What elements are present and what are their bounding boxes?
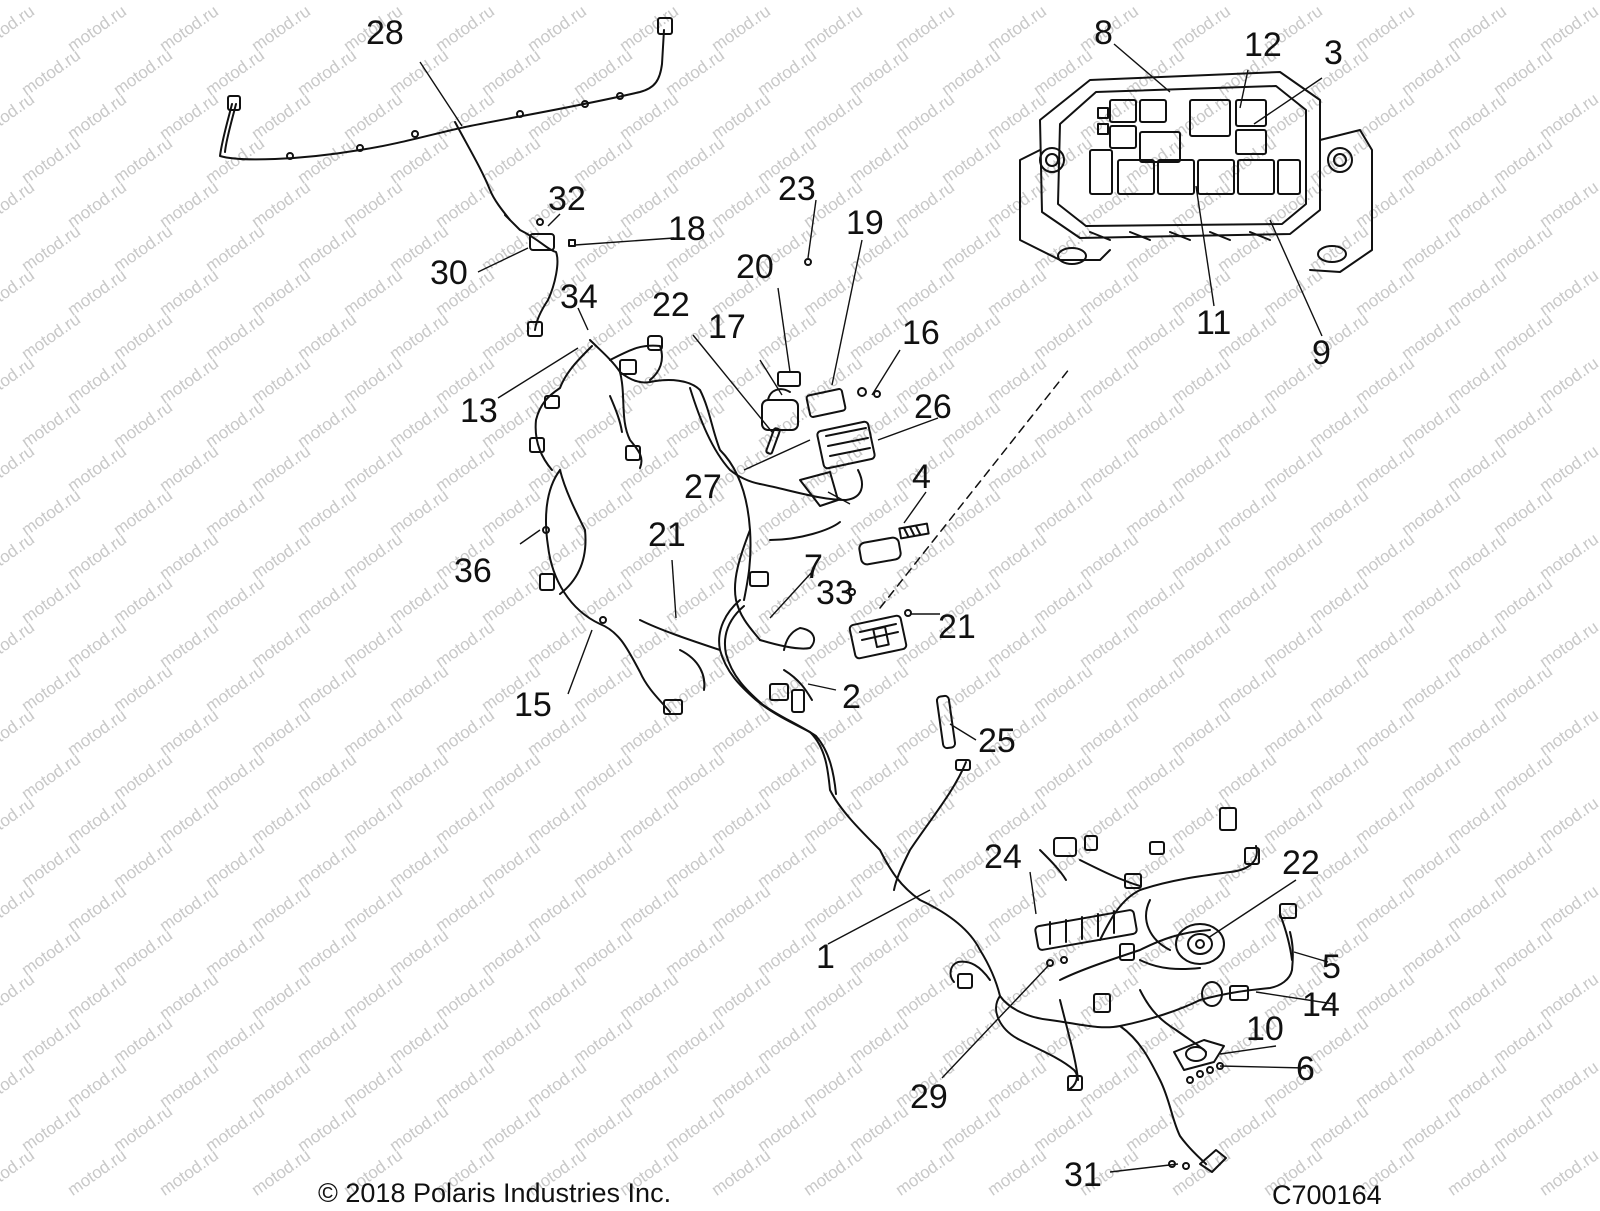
- callout-32: 31: [1064, 1156, 1102, 1194]
- dashed-link: [879, 367, 1071, 609]
- callout-14: 14: [1302, 986, 1340, 1024]
- drawing-code: C700164: [1272, 1180, 1382, 1210]
- plate-10: [1173, 1039, 1225, 1071]
- callout-28: 27: [684, 468, 722, 506]
- callout-36: 36: [454, 552, 492, 590]
- callout-16: 16: [902, 314, 940, 352]
- copyright-text: © 2018 Polaris Industries Inc.: [318, 1178, 672, 1208]
- callout-6: 6: [1296, 1050, 1315, 1088]
- leader-lines: [419, 43, 1335, 1173]
- callout-2: 2: [842, 678, 861, 716]
- callout-11: 11: [1196, 304, 1232, 342]
- callout-33: 32: [548, 180, 586, 218]
- callout-23: 22: [652, 286, 690, 324]
- callout-21-right: 21: [938, 608, 976, 646]
- callout-3: 3: [1324, 34, 1343, 72]
- front-harness-13-15: [529, 335, 752, 715]
- fuse-box-inset: [1019, 71, 1373, 273]
- callout-5: 5: [1322, 948, 1341, 986]
- callout-24: 23: [778, 170, 816, 208]
- callout-7: 7: [804, 548, 823, 586]
- rear-harness-29: [219, 17, 673, 221]
- callout-17: 17: [708, 308, 746, 346]
- callout-29: 28: [366, 14, 404, 52]
- connector-14: [1201, 981, 1249, 1007]
- callout-8: 8: [1094, 14, 1113, 52]
- callout-31: 30: [430, 254, 468, 292]
- callout-9: 9: [1312, 334, 1331, 372]
- callout-22: 22: [1282, 844, 1320, 882]
- horn-22: [1175, 923, 1225, 965]
- callout-26: 25: [978, 722, 1016, 760]
- callout-13: 13: [460, 392, 498, 430]
- fuse-block-25: [1034, 909, 1138, 951]
- callout-10: 10: [1246, 1010, 1284, 1048]
- callout-21-top: 21: [648, 516, 686, 554]
- rear-lower-harness: [949, 807, 1297, 1173]
- connector-31: [504, 214, 576, 337]
- screws-6: [1186, 1062, 1224, 1084]
- callout-18: 18: [668, 210, 706, 248]
- callout-12: 12: [1244, 26, 1282, 64]
- bracket-32: [1168, 1149, 1227, 1173]
- callout-20: 20: [736, 248, 774, 286]
- callout-4: 4: [912, 458, 931, 496]
- strap-26: [893, 694, 971, 891]
- callout-35: 34: [560, 278, 598, 316]
- callout-30: 29: [910, 1078, 948, 1116]
- callout-34: 33: [816, 574, 854, 612]
- callout-15: 15: [514, 686, 552, 724]
- callout-25: 24: [984, 838, 1022, 876]
- ecu-area: [689, 258, 930, 566]
- callout-27: 26: [914, 388, 952, 426]
- callout-19: 19: [846, 204, 884, 242]
- callout-1: 1: [816, 938, 835, 976]
- main-trunk: [639, 529, 1001, 997]
